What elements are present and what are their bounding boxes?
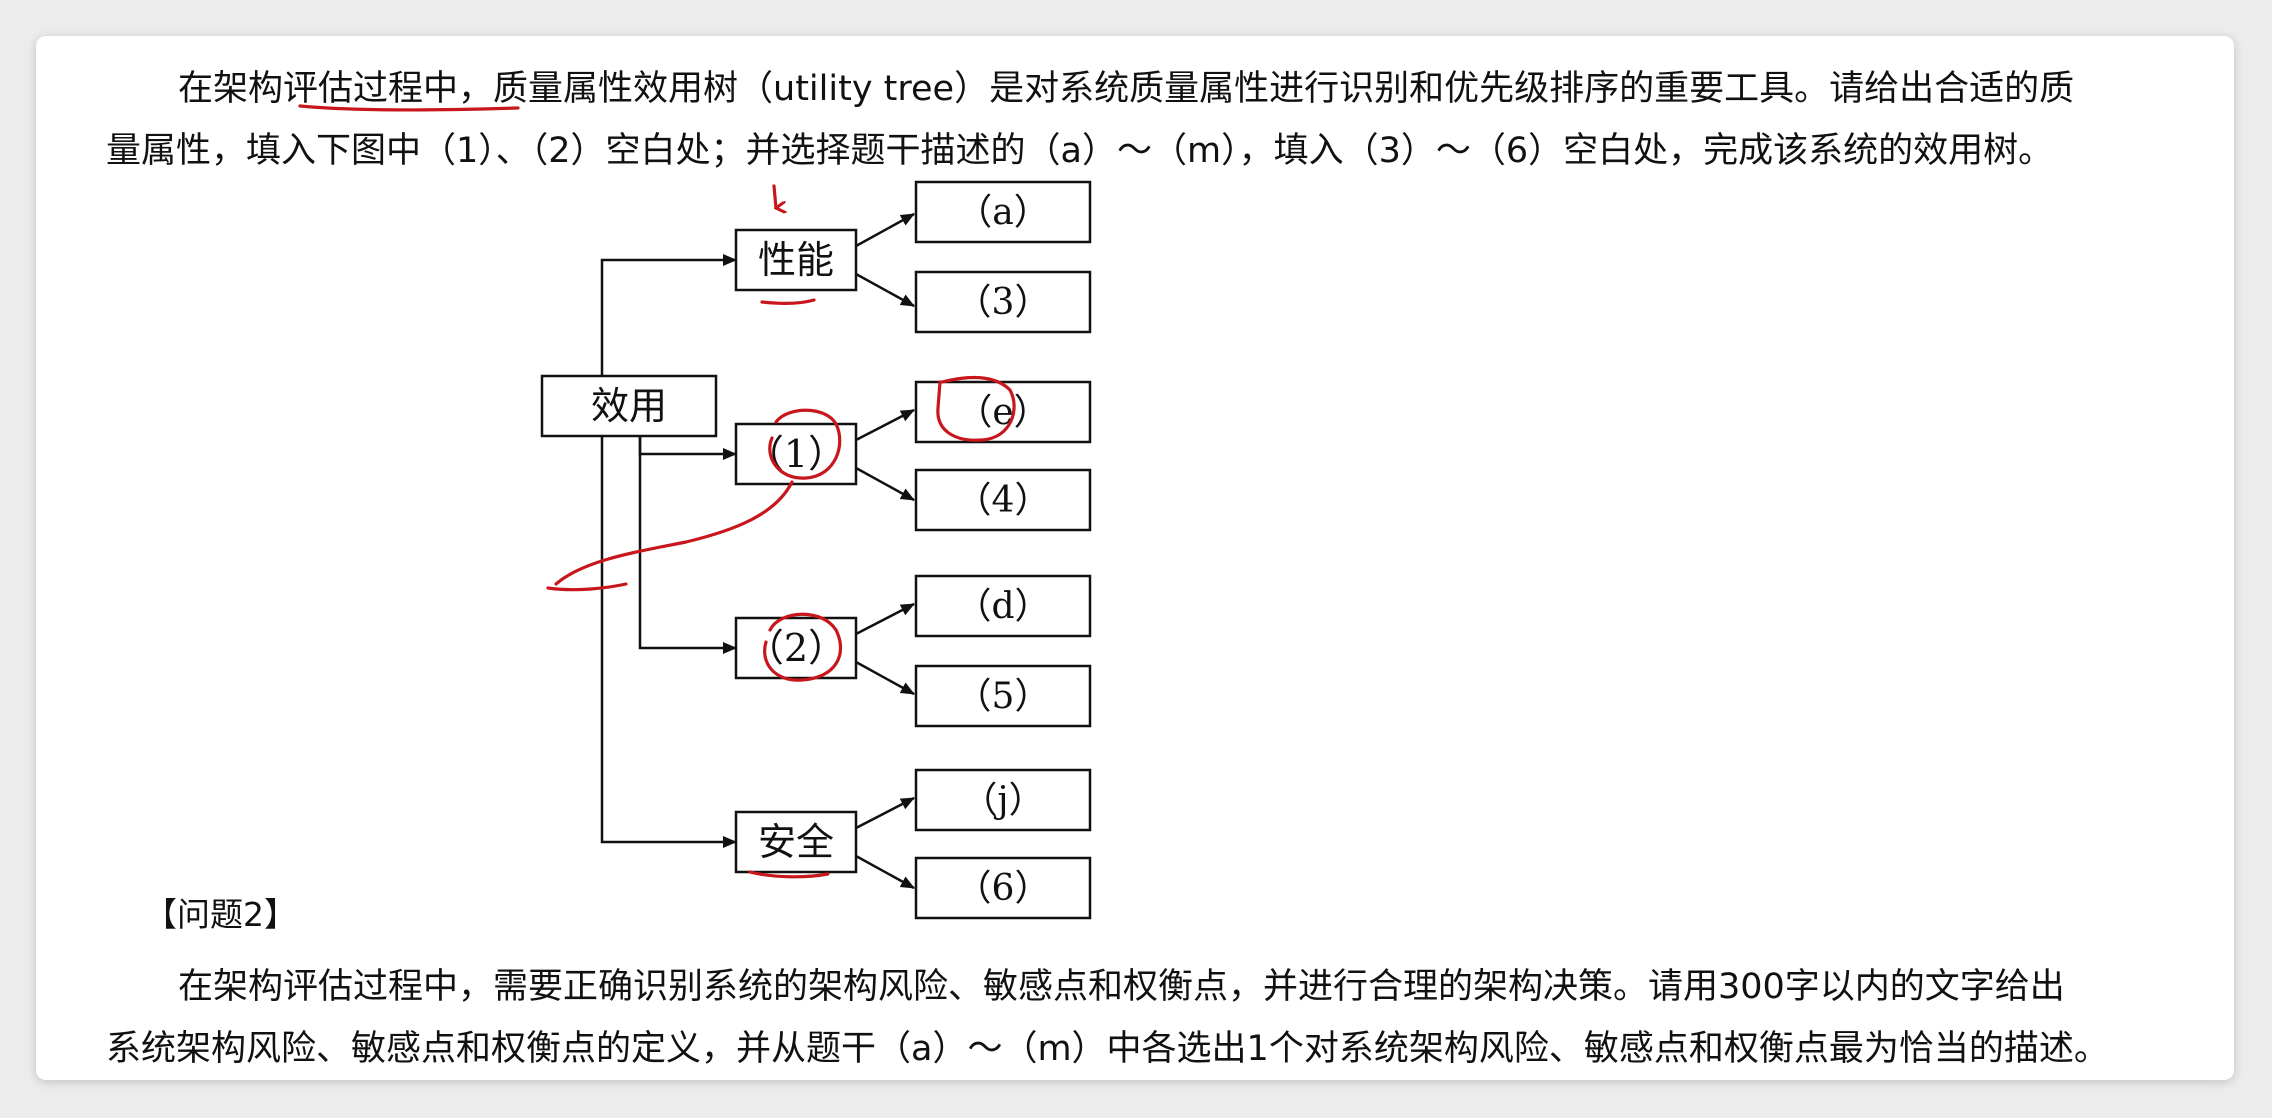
leaf-label-a: （a） (956, 192, 1049, 233)
document-page: 在架构评估过程中，质量属性效用树（utility tree）是对系统质量属性进行… (36, 36, 2234, 1080)
root-node-label: 效用 (591, 384, 667, 428)
branch-label-blank-2: （2） (746, 626, 846, 670)
leaf-label-4: （4） (956, 480, 1051, 521)
annotation-circle-blank-1 (768, 408, 842, 480)
edge-perf-a (855, 212, 915, 248)
leaf-label-6: （6） (956, 868, 1051, 909)
edge-b2-d (855, 602, 915, 636)
leaf-node-6: （6） (914, 856, 1092, 920)
leaf-node-a: （a） (914, 180, 1092, 244)
leaf-node-d: （d） (914, 574, 1092, 638)
problem1-line1-start: 在架构评估过程中， (178, 69, 494, 109)
problem1-line1-end: （utility tree）是对系统质量属性进行识别和优先级排序的重要工具。请给… (738, 69, 2075, 109)
annotation-circle-blank-2 (763, 612, 842, 682)
branch-label-performance: 性能 (758, 238, 834, 282)
problem1-paragraph: 在架构评估过程中，质量属性效用树（utility tree）是对系统质量属性进行… (106, 58, 2196, 182)
leaf-node-4: （4） (914, 468, 1092, 532)
annotation-curve-link (554, 480, 794, 586)
annotation-arrow-performance (772, 184, 776, 208)
utility-tree-term: 质量属性效用树 (493, 69, 739, 109)
leaf-node-5: （5） (914, 664, 1092, 728)
branch-label-security: 安全 (758, 820, 834, 864)
branch-node-blank-2: （2） (734, 616, 858, 680)
utility-tree-diagram: 效用 性能 （1） （2） 安全 （a） （3） （e (298, 104, 1092, 920)
leaf-label-j: （j） (961, 780, 1044, 821)
annotation-underline-security (748, 870, 830, 879)
annotation-underline-performance (760, 298, 816, 305)
annotation-underline-term (298, 104, 520, 112)
annotation-circle-leaf-e (936, 376, 1016, 442)
question2-title: 【问题2】 (144, 895, 297, 934)
branch-node-security: 安全 (734, 810, 858, 874)
problem1-line1: 在架构评估过程中，质量属性效用树（utility tree）是对系统质量属性进行… (106, 58, 2196, 120)
branch-label-blank-1: （1） (746, 432, 846, 476)
problem1-line2: 量属性，填入下图中（1）、（2）空白处；并选择题干描述的（a）～（m），填入（3… (106, 131, 2054, 171)
leaf-label-5: （5） (956, 676, 1051, 717)
edge-root-security (600, 436, 737, 848)
edge-b1-4 (855, 466, 915, 502)
leaf-label-e: （e） (956, 392, 1049, 433)
leaf-node-j: （j） (914, 768, 1092, 832)
leaf-node-3: （3） (914, 270, 1092, 334)
branch-node-performance: 性能 (734, 228, 858, 292)
edge-sec-6 (855, 854, 915, 890)
question2-line2: 系统架构风险、敏感点和权衡点的定义，并从题干（a）～（m）中各选出1个对系统架构… (106, 1029, 2109, 1069)
leaf-label-3: （3） (956, 282, 1051, 323)
question2-line1: 在架构评估过程中，需要正确识别系统的架构风险、敏感点和权衡点，并进行合理的架构决… (178, 967, 2065, 1007)
root-node-utility: 效用 (540, 374, 718, 438)
edge-b1-e (855, 408, 915, 442)
edge-perf-3 (855, 272, 915, 308)
edge-root-branch2 (638, 436, 737, 654)
annotation-underline-root (546, 582, 628, 592)
question2-paragraph: 在架构评估过程中，需要正确识别系统的架构风险、敏感点和权衡点，并进行合理的架构决… (106, 956, 2196, 1080)
edge-b2-5 (855, 660, 915, 696)
edge-root-performance (600, 254, 737, 376)
leaf-label-d: （d） (955, 586, 1050, 627)
edge-sec-j (855, 796, 915, 830)
